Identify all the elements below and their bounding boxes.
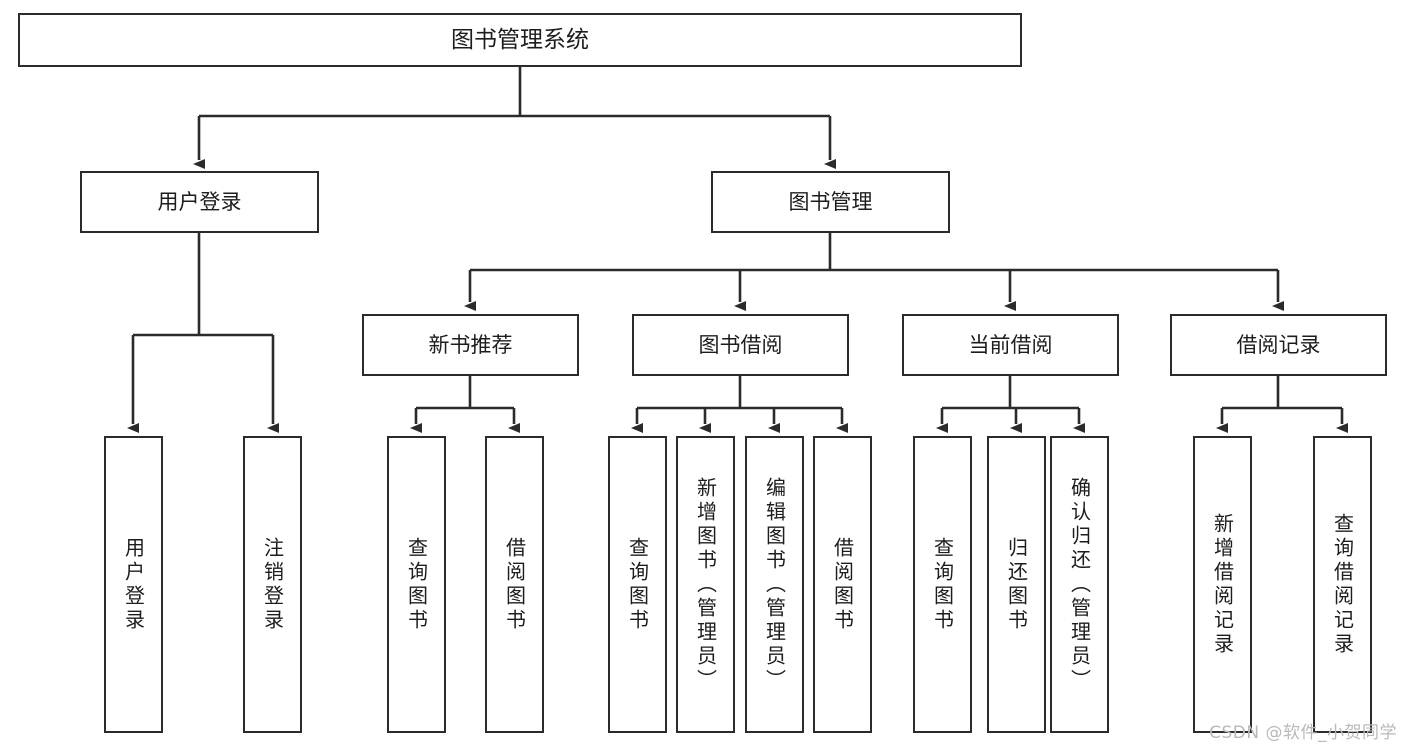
- node-leaf-confirm-return-admin[interactable]: 确认归还（管理员）: [1050, 436, 1109, 733]
- node-leaf-user-login[interactable]: 用户登录: [104, 436, 163, 733]
- node-label: 借阅图书: [502, 536, 527, 633]
- node-label: 图书管理: [788, 189, 873, 214]
- node-label: 注销登录: [260, 536, 285, 633]
- node-leaf-borrow-book[interactable]: 借阅图书: [813, 436, 872, 733]
- node-label: 新增借阅记录: [1210, 512, 1235, 657]
- node-label: 查询图书: [930, 536, 955, 633]
- node-user-login[interactable]: 用户登录: [80, 171, 319, 233]
- node-new-book-recommend[interactable]: 新书推荐: [362, 314, 579, 376]
- node-label: 新增图书（管理员）: [693, 476, 718, 693]
- node-borrow-record[interactable]: 借阅记录: [1170, 314, 1387, 376]
- node-label: 查询图书: [404, 536, 429, 633]
- node-label: 新书推荐: [428, 332, 513, 357]
- node-label: 查询图书: [625, 536, 650, 633]
- node-leaf-edit-book-admin[interactable]: 编辑图书（管理员）: [745, 436, 804, 733]
- node-leaf-query-book-borrow[interactable]: 查询图书: [608, 436, 667, 733]
- node-leaf-add-borrow-record[interactable]: 新增借阅记录: [1193, 436, 1252, 733]
- node-label: 用户登录: [121, 536, 146, 633]
- node-label: 用户登录: [157, 189, 242, 214]
- node-book-borrow[interactable]: 图书借阅: [632, 314, 849, 376]
- node-label: 图书管理系统: [451, 26, 589, 53]
- node-label: 图书借阅: [698, 332, 783, 357]
- node-leaf-borrow-book-new[interactable]: 借阅图书: [485, 436, 544, 733]
- node-label: 借阅图书: [830, 536, 855, 633]
- node-leaf-query-borrow-record[interactable]: 查询借阅记录: [1313, 436, 1372, 733]
- node-leaf-add-book-admin[interactable]: 新增图书（管理员）: [676, 436, 735, 733]
- node-label: 确认归还（管理员）: [1067, 476, 1092, 693]
- node-leaf-query-book-new[interactable]: 查询图书: [387, 436, 446, 733]
- node-current-borrow[interactable]: 当前借阅: [902, 314, 1119, 376]
- node-leaf-logout[interactable]: 注销登录: [243, 436, 302, 733]
- node-label: 查询借阅记录: [1330, 512, 1355, 657]
- node-leaf-query-book-current[interactable]: 查询图书: [913, 436, 972, 733]
- node-book-management[interactable]: 图书管理: [711, 171, 950, 233]
- node-label: 当前借阅: [968, 332, 1053, 357]
- node-label: 归还图书: [1004, 536, 1029, 633]
- node-label: 编辑图书（管理员）: [762, 476, 787, 693]
- node-leaf-return-book[interactable]: 归还图书: [987, 436, 1046, 733]
- node-root-system[interactable]: 图书管理系统: [18, 13, 1022, 67]
- node-label: 借阅记录: [1236, 332, 1321, 357]
